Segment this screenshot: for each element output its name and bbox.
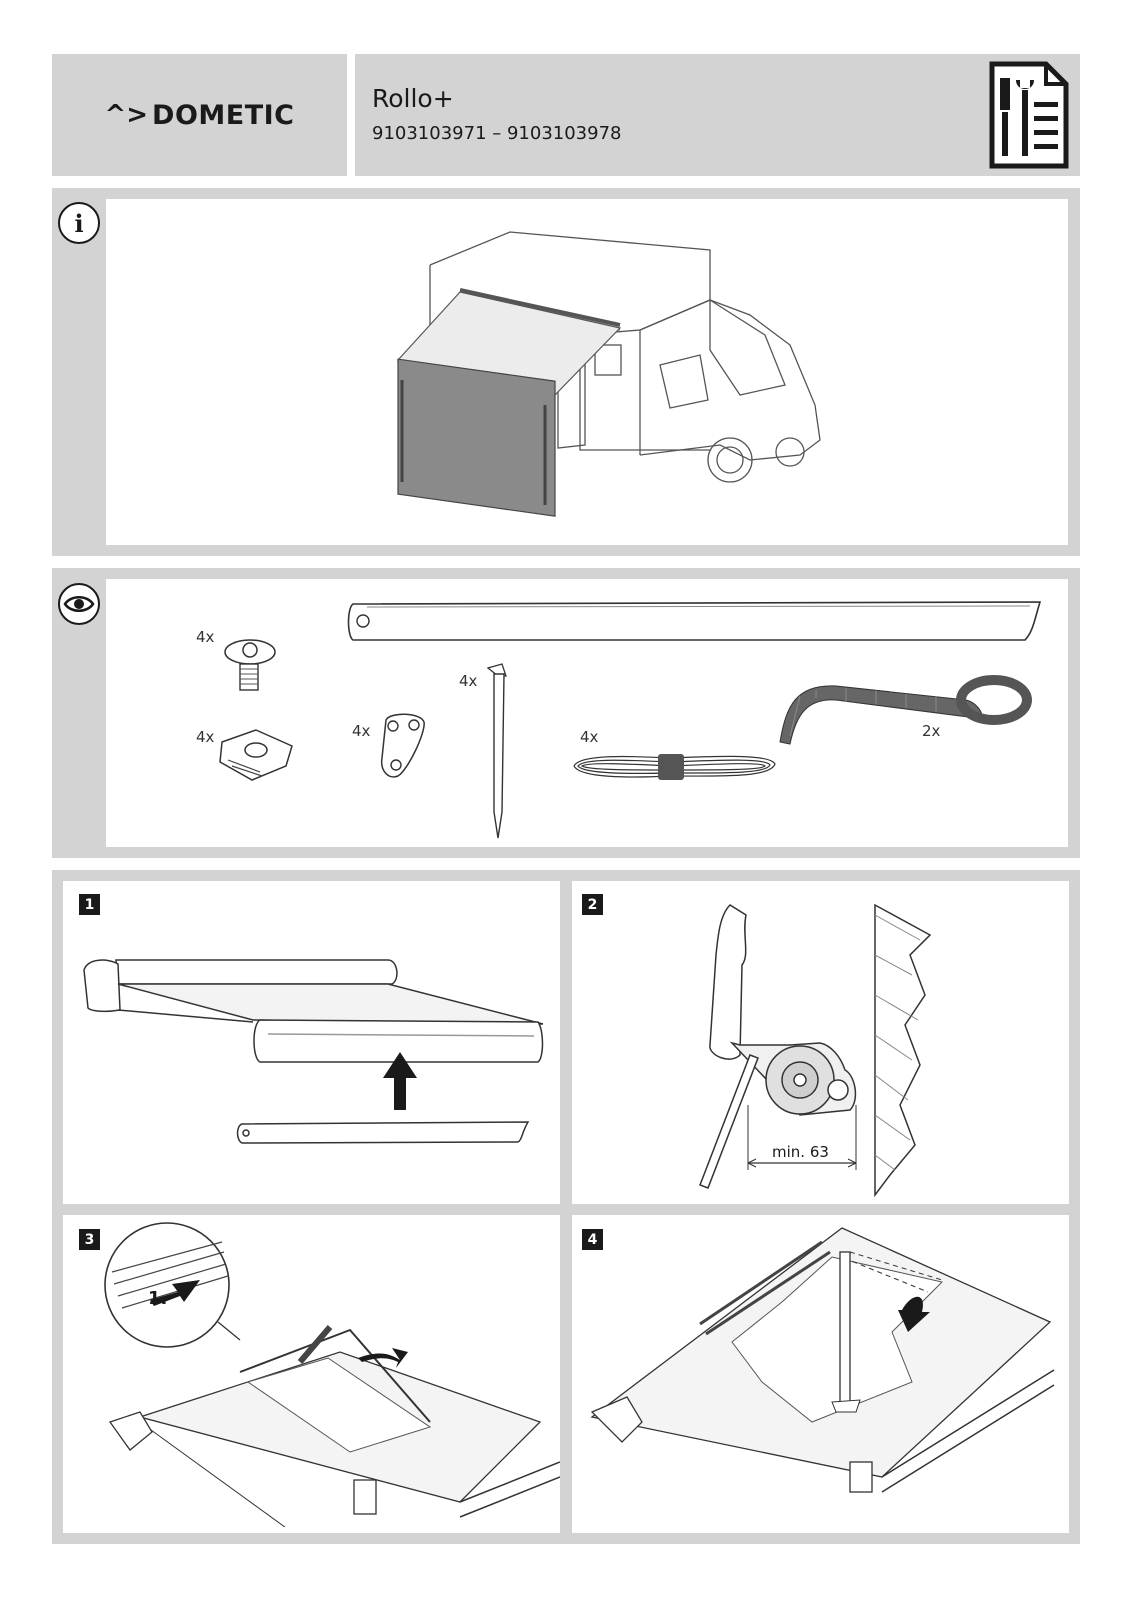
step-4-illustration (590, 1227, 1055, 1493)
dometic-logo-text: DOMETIC (152, 99, 295, 131)
header-title-panel (355, 54, 1080, 176)
tent-peg-quantity: 4x (459, 672, 478, 690)
eye-icon (58, 583, 100, 625)
guy-rope-part (573, 754, 776, 780)
step-1-number: 1 (79, 894, 100, 915)
step-3-number: 3 (79, 1229, 100, 1250)
step-1-illustration (83, 959, 544, 1144)
step-4-number: 4 (582, 1229, 603, 1250)
product-name: Rollo+ (372, 84, 454, 113)
step-2-illustration (699, 903, 932, 1198)
strap-part (779, 675, 1032, 745)
triangle-plate-part (380, 713, 425, 778)
tent-peg-part (486, 663, 507, 839)
guy-rope-quantity: 4x (580, 728, 599, 746)
article-numbers: 9103103971 – 9103103978 (372, 123, 622, 144)
step-3-callout: 1. (148, 1288, 168, 1309)
step-2-number: 2 (582, 894, 603, 915)
header-logo-panel (52, 54, 347, 176)
triangle-plate-quantity: 4x (352, 722, 371, 740)
strap-quantity: 2x (922, 722, 941, 740)
slot-nut-quantity: 4x (196, 728, 215, 746)
slot-nut-part (219, 729, 293, 781)
installation-document-icon (989, 61, 1069, 169)
eye-icon-graphic (63, 596, 95, 612)
motorhome-illustration (396, 231, 821, 517)
overview-content (106, 199, 1068, 545)
bottom-bar-part (347, 601, 1042, 641)
dometic-logo: ^> DOMETIC (52, 54, 347, 176)
info-icon-glyph: i (74, 208, 84, 238)
wall-clearance-label: min. 63 (772, 1143, 829, 1161)
info-icon: i (58, 202, 100, 244)
step-3-illustration (104, 1222, 560, 1527)
dometic-logo-mark: ^> (104, 100, 149, 130)
screw-quantity: 4x (196, 628, 215, 646)
screw-part (224, 639, 276, 691)
